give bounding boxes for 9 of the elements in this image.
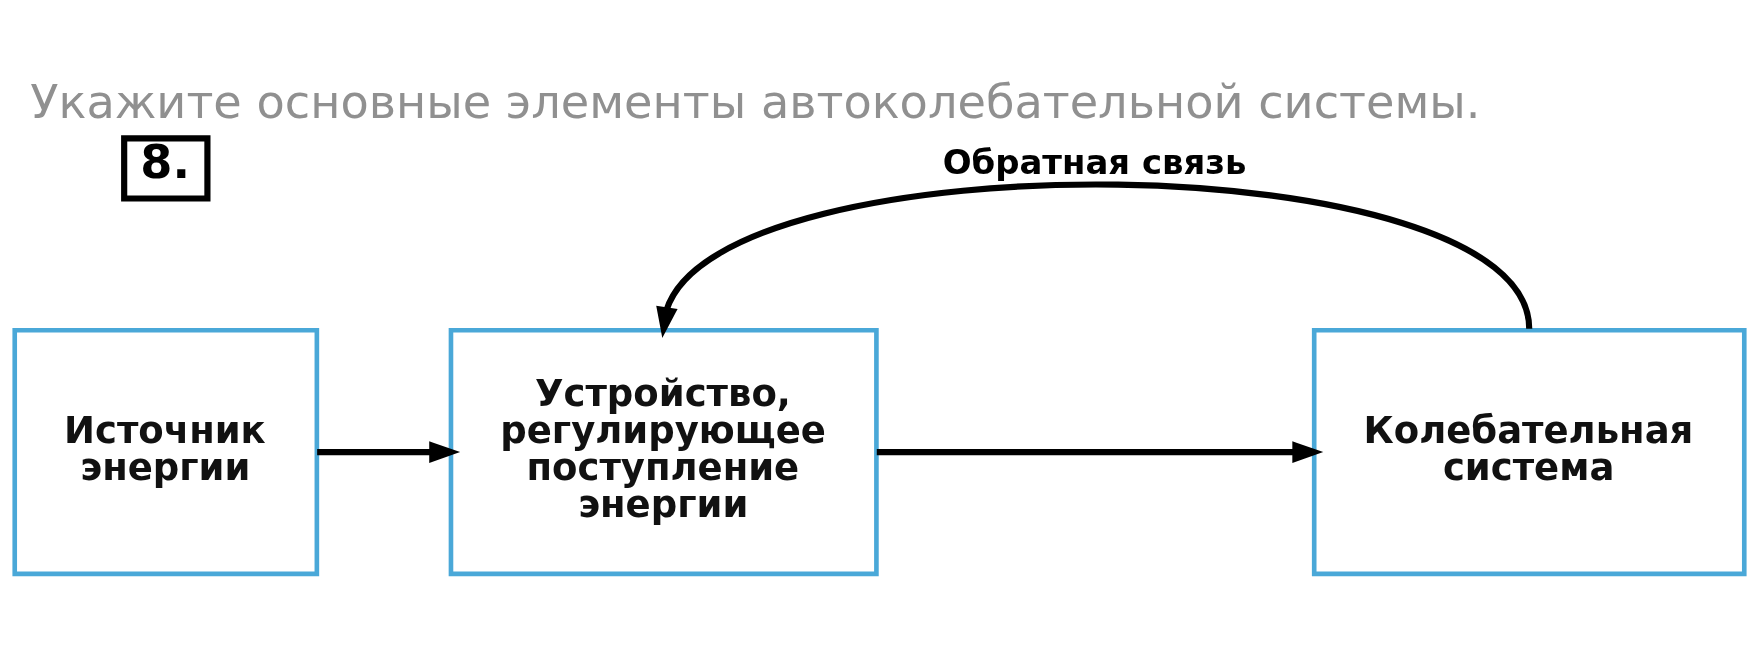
arrow [876,440,1324,463]
arrow [656,181,1533,338]
edge-label: Обратная связь [942,142,1247,182]
arrow [317,440,461,463]
node-box: 8. [121,134,211,202]
node-box: Источник энергии [12,327,320,576]
node-box: Колебательная система [1311,327,1747,576]
diagram-title: Укажите основные элементы автоколебательной системы. [30,74,1481,129]
node-box: Устройство, регулирующее поступление энергии [448,327,879,576]
